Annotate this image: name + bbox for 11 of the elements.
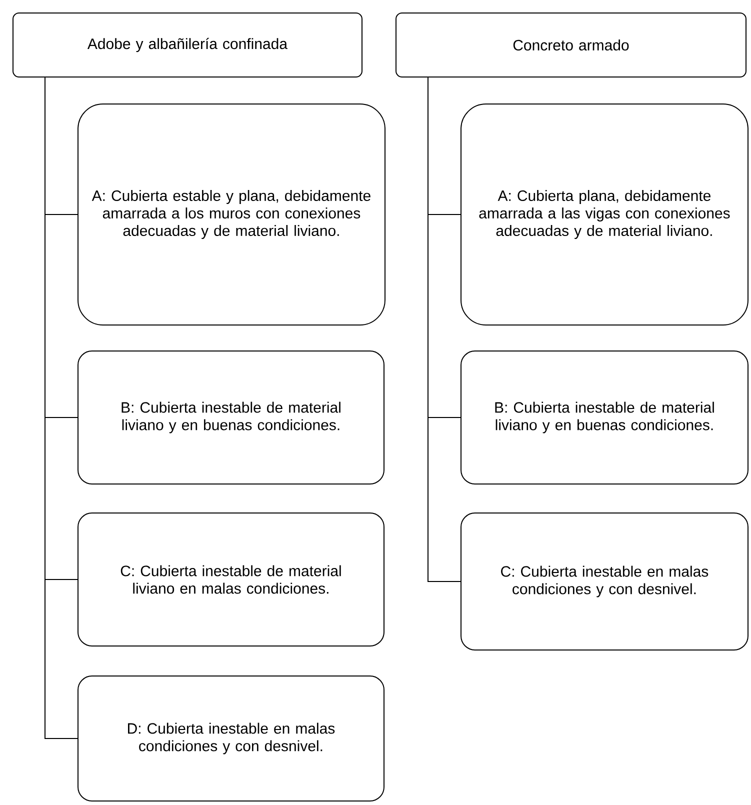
connector-line — [44, 77, 78, 739]
description-box: A: Cubierta plana, debidamente amarrada a las vigas con conexiones adecuadas y de material liviano. — [460, 104, 748, 326]
description-box: A: Cubierta estable y plana, debidamente amarrada a los muros con conexiones adecuadas y de material liviano. — [78, 104, 386, 326]
description-box: C: Cubierta inestable de material liviano en malas condiciones. — [78, 512, 384, 646]
connector-line — [428, 77, 461, 582]
description-box: B: Cubierta inestable de material liviano y en buenas condiciones. — [460, 350, 748, 484]
description-box: C: Cubierta inestable en malas condiciones y con desnivel. — [460, 512, 748, 650]
heading-box: Concreto armado — [396, 12, 746, 78]
heading-box: Adobe y albañilería confinada — [12, 12, 362, 78]
description-box: B: Cubierta inestable de material liviano y en buenas condiciones. — [78, 350, 384, 484]
description-box: D: Cubierta inestable en malas condiciones y con desnivel. — [78, 676, 384, 802]
